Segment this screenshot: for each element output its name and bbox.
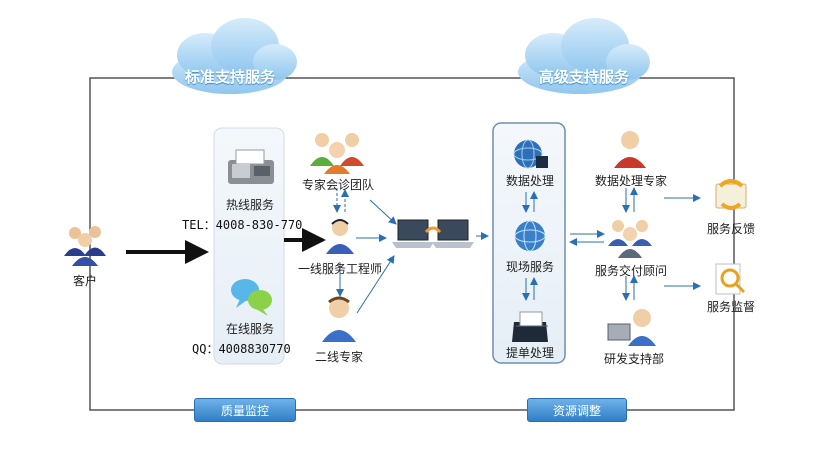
second-line-expert-icon	[322, 296, 356, 342]
ticket-folder-icon	[512, 311, 548, 342]
cloud-advanced	[518, 18, 650, 94]
expert-team-icon	[310, 133, 364, 174]
engineer-icon	[326, 219, 354, 254]
second-line-expert-label: 二线专家	[314, 350, 364, 364]
data-globe-icon	[513, 139, 548, 169]
data-processing-label: 数据处理	[505, 174, 555, 188]
feedback-icon	[715, 179, 747, 210]
ticket-processing-label: 提单处理	[505, 346, 555, 360]
hotline-tel: TEL：4008-830-770	[182, 218, 303, 232]
first-line-engineer-label: 一线服务工程师	[297, 262, 383, 276]
standard-support-title: 标准支持服务	[184, 68, 276, 86]
data-expert-icon	[614, 131, 646, 168]
delivery-consultant-label: 服务交付顾问	[594, 264, 668, 278]
service-feedback-label: 服务反馈	[706, 222, 756, 236]
chat-bubbles-icon	[231, 279, 272, 316]
rd-support-label: 研发支持部	[603, 352, 665, 366]
hotline-label: 热线服务	[225, 198, 275, 212]
quality-monitoring-tab: 质量监控	[194, 398, 296, 422]
rd-support-icon	[607, 309, 656, 346]
online-qq: QQ：4008830770	[192, 342, 291, 356]
laptops-icon	[392, 219, 474, 248]
cloud-standard	[172, 18, 297, 94]
expert-team-label: 专家会诊团队	[301, 178, 375, 192]
onsite-service-label: 现场服务	[505, 260, 555, 274]
supervision-icon	[715, 263, 746, 295]
service-supervision-label: 服务监督	[706, 300, 756, 314]
onsite-globe-icon	[514, 220, 546, 252]
consultant-group-icon	[608, 220, 652, 258]
online-label: 在线服务	[225, 322, 275, 336]
data-expert-label: 数据处理专家	[594, 174, 668, 188]
customer-label: 客户	[72, 274, 98, 288]
customer-people-icon	[64, 226, 106, 266]
resource-adjustment-tab: 资源调整	[527, 398, 627, 422]
fax-icon	[228, 149, 274, 184]
advanced-support-title: 高级支持服务	[538, 68, 630, 86]
